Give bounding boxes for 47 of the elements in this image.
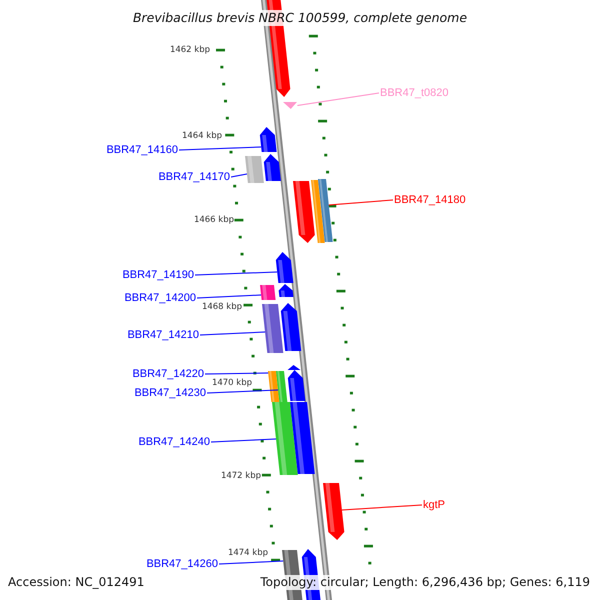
- gene-label: BBR47_14170: [158, 171, 230, 183]
- leader-line: [341, 504, 422, 510]
- position-label: 1466 kbp: [194, 215, 234, 225]
- gene-label: BBR47_14240: [138, 436, 210, 448]
- gene-block: [272, 402, 298, 475]
- gene-label: BBR47_14160: [106, 144, 178, 156]
- position-label: 1470 kbp: [212, 378, 252, 388]
- gene-label: BBR47_14180: [394, 194, 466, 206]
- position-label: 1474 kbp: [228, 548, 268, 558]
- gene-block: [280, 303, 302, 351]
- gene-block: [311, 180, 325, 243]
- gene-block: [264, 154, 281, 181]
- gene-label: kgtP: [423, 499, 446, 511]
- gene-block: [260, 285, 276, 300]
- gene-block: [318, 179, 333, 242]
- position-label: 1468 kbp: [202, 302, 242, 312]
- gene-label: BBR47_14190: [122, 269, 194, 281]
- gene-block: [245, 156, 264, 183]
- gene-label: BBR47_14230: [134, 387, 206, 399]
- gene-block: [260, 127, 277, 152]
- gene-label: BBR47_14200: [124, 292, 196, 304]
- leader-line: [178, 146, 262, 150]
- leader-line: [206, 390, 279, 394]
- gene-block: [262, 304, 284, 353]
- leader-line: [218, 560, 284, 564]
- gene-label: BBR47_14220: [132, 368, 204, 380]
- gene-block: [276, 371, 288, 402]
- gene-block: [323, 483, 344, 540]
- gene-block: [278, 284, 294, 297]
- gene-block: [293, 181, 315, 243]
- leader-line: [296, 92, 380, 106]
- leader-line: [210, 438, 276, 442]
- leader-line: [204, 372, 269, 374]
- position-label: 1462 kbp: [170, 45, 210, 55]
- leader-line: [328, 200, 394, 206]
- gene-label: BBR47_t0820: [380, 87, 448, 99]
- leader-line: [200, 332, 266, 336]
- leader-line: [196, 294, 262, 298]
- leader-line: [230, 174, 248, 178]
- leader-line: [194, 272, 278, 276]
- gene-block: [283, 102, 297, 109]
- position-label: 1472 kbp: [220, 471, 261, 481]
- position-label: 1464 kbp: [182, 131, 222, 141]
- footer-text: Accession: NC_012491: [8, 574, 144, 590]
- gene-block: [268, 371, 280, 402]
- gene-label: BBR47_14210: [127, 329, 199, 341]
- gene-label: BBR47_14260: [146, 558, 218, 570]
